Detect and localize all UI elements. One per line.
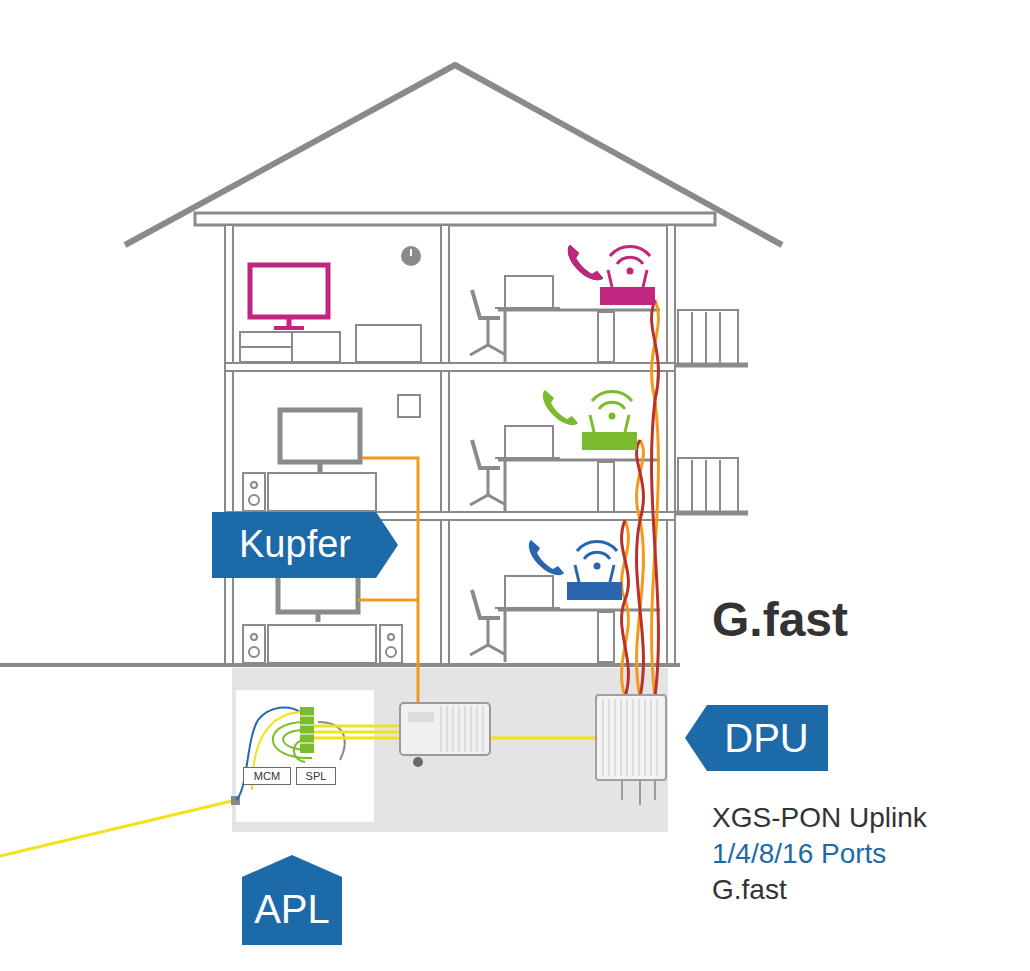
node-text: SPL (306, 770, 327, 782)
node-text: Kupfer (239, 524, 351, 566)
mcm-box: MCM (243, 767, 291, 785)
spec-text: XGS-PON Uplink (712, 803, 927, 834)
spec-text: 1/4/8/16 Ports (712, 839, 886, 870)
splitter-box: SPL (296, 767, 336, 785)
callout-flag: APL (242, 855, 342, 945)
callout-flag: DPU (685, 705, 828, 771)
node-text: APL (254, 887, 330, 931)
node-text: MCM (254, 770, 280, 782)
callout-flag: Kupfer (212, 512, 398, 578)
node-text: DPU (724, 716, 808, 760)
spec-text: G.fast (712, 875, 787, 906)
technology-title: G.fast (712, 594, 848, 647)
